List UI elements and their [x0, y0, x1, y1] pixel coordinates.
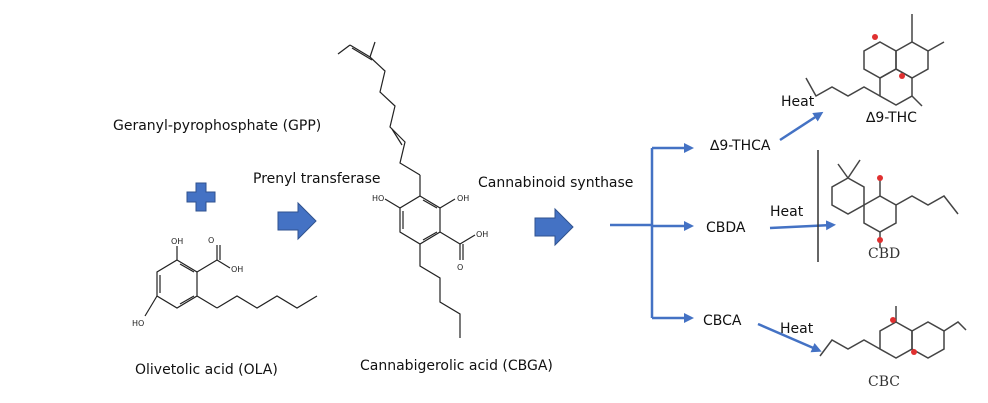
block-arrow-icon-synthase: [534, 207, 574, 247]
cbga-ho-atom: HO: [372, 194, 384, 203]
gpp-label: Geranyl-pyrophosphate (GPP): [113, 118, 322, 134]
cbd-label: CBD: [868, 246, 901, 262]
cbd-oxygen-icon-1: [877, 175, 883, 181]
cbda-label: CBDA: [706, 220, 746, 236]
cbc-oxygen-icon-1: [890, 317, 896, 323]
ola-oh-atom-1: OH: [171, 237, 183, 246]
cbd-structure: [831, 159, 959, 248]
thc-label: ∆9-THC: [866, 110, 917, 126]
ola-oh-atom-2: OH: [231, 265, 243, 274]
cbga-oh-atom-2: OH: [476, 230, 488, 239]
thc-oxygen-icon-2: [899, 73, 905, 79]
cbd-oxygen-icon-2: [877, 237, 883, 243]
cbga-o-atom: O: [457, 263, 463, 272]
cbga-structure: [337, 41, 476, 338]
branch-arrows: [610, 111, 836, 353]
cbc-label: CBC: [868, 374, 900, 390]
ola-o-atom: O: [208, 236, 214, 245]
cbc-structure: [819, 306, 967, 359]
ola-label: Olivetolic acid (OLA): [135, 362, 278, 378]
cannabinoid-synthase-label: Cannabinoid synthase: [478, 175, 634, 191]
cbc-oxygen-icon-2: [911, 349, 917, 355]
thc-structure: [805, 14, 945, 107]
cbga-oh-atom-1: OH: [457, 194, 469, 203]
thc-oxygen-icon-1: [872, 34, 878, 40]
heat-label-cbd: Heat: [770, 204, 804, 220]
heat-label-thc: Heat: [781, 94, 815, 110]
olivetolic-acid-structure: [144, 245, 318, 317]
thca-label: ∆9-THCA: [710, 138, 771, 154]
cbca-label: CBCA: [703, 313, 742, 329]
prenyl-transferase-label: Prenyl transferase: [253, 171, 381, 187]
plus-icon: [186, 182, 216, 212]
cbga-label: Cannabigerolic acid (CBGA): [360, 358, 553, 374]
block-arrow-icon-prenyl: [277, 201, 317, 241]
heat-label-cbc: Heat: [780, 321, 814, 337]
ola-ho-atom: HO: [132, 319, 144, 328]
